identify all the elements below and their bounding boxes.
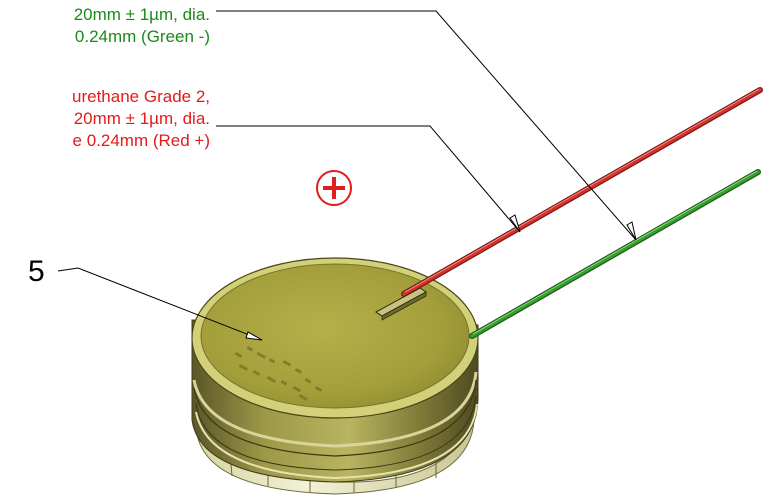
green-wire — [469, 169, 761, 339]
laser-marking-code — [234, 346, 323, 401]
red-wire — [401, 87, 763, 297]
solder-tab — [375, 287, 427, 321]
item-number-leader — [57, 267, 263, 341]
pad-top-surface — [191, 257, 479, 419]
green-callout-line-1: 20mm ± 1µm, dia. — [73, 5, 210, 24]
plus-in-circle-icon — [316, 170, 352, 206]
red-wire-callout: urethane Grade 2, 20mm ± 1µm, dia. e 0.2… — [72, 86, 210, 152]
item-number-label: 5 — [28, 255, 45, 288]
green-wire-callout: 20mm ± 1µm, dia. 0.24mm (Green -) — [74, 4, 210, 48]
red-callout-line-1: urethane Grade 2, — [72, 87, 210, 106]
red-callout-leader — [216, 125, 521, 233]
red-callout-line-3: e 0.24mm (Red +) — [72, 131, 210, 150]
green-callout-line-2: 0.24mm (Green -) — [74, 27, 210, 46]
red-callout-line-2: 20mm ± 1µm, dia. — [73, 109, 210, 128]
green-callout-leader — [216, 10, 637, 241]
